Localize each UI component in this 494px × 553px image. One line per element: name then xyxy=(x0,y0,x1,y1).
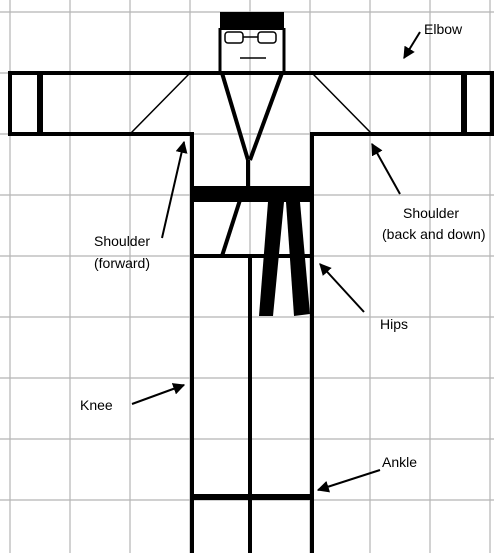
label-elbow: Elbow xyxy=(424,21,463,37)
labels: Elbow Shoulder (back and down) Shoulder … xyxy=(80,21,486,470)
head xyxy=(220,12,284,73)
knee-arrow xyxy=(132,385,184,404)
label-shoulder-forward-2: (forward) xyxy=(94,255,150,271)
arms xyxy=(8,73,494,134)
elbow-arrow xyxy=(404,32,420,58)
shoulder-forward-arrow xyxy=(162,142,184,238)
label-shoulder-back-2: (back and down) xyxy=(382,226,486,242)
label-shoulder-forward-1: Shoulder xyxy=(94,233,150,249)
hair xyxy=(220,12,284,30)
hips-arrow xyxy=(320,264,364,312)
label-hips: Hips xyxy=(380,316,408,332)
shoulder-back-arrow xyxy=(372,144,400,194)
label-ankle: Ankle xyxy=(382,454,417,470)
ankle-arrow xyxy=(318,470,380,490)
label-shoulder-back-1: Shoulder xyxy=(403,205,459,221)
label-knee: Knee xyxy=(80,397,113,413)
